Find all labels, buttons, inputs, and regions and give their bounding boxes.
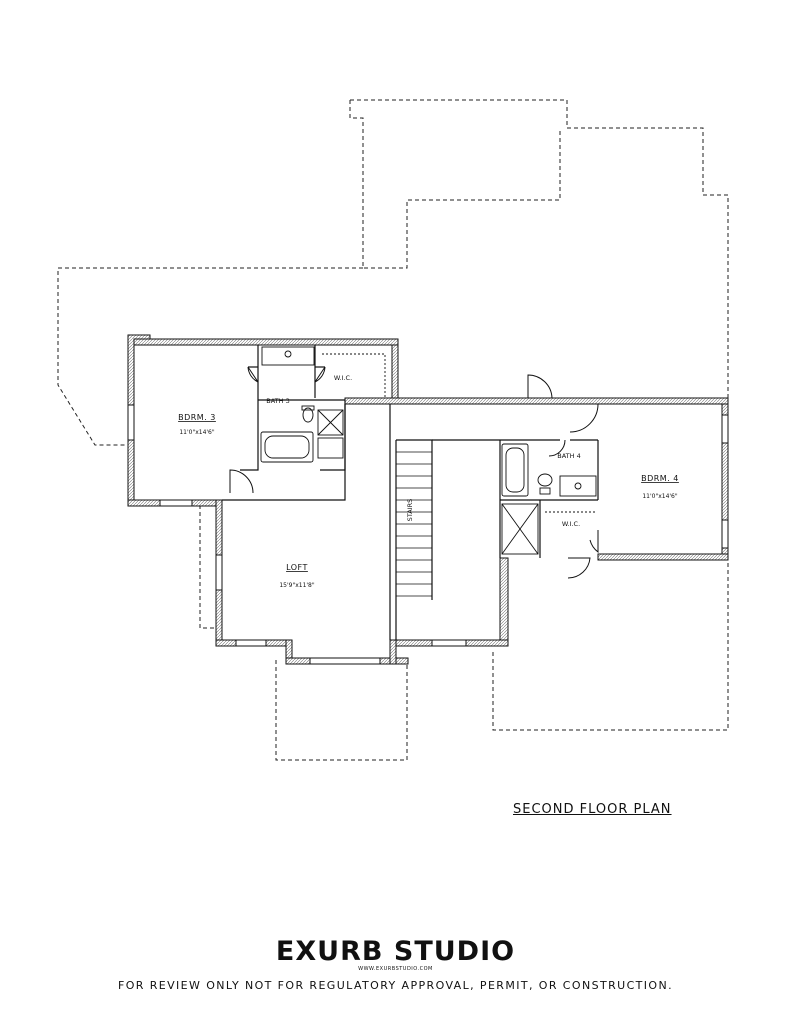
bdrm4-dims: 11'0"x14'6" [642,493,678,500]
bath4-vanity [559,475,597,497]
wic-left-name: W.I.C. [334,374,352,382]
bath4-shower [501,503,539,555]
loft-dims: 15'9"x11'8" [279,582,315,589]
lower-floor-outline [57,99,729,761]
bdrm3-name: BDRM. 3 [178,413,216,422]
bath3-shower [317,409,344,436]
bdrm4-name: BDRM. 4 [641,474,679,483]
plan-title: SECOND FLOOR PLAN [513,802,672,817]
wic-left-shelf [322,353,386,398]
exterior-walls [127,334,729,665]
bath4-name: BATH 4 [557,452,580,460]
brand-name: EXURB STUDIO [275,936,516,967]
bath3-vanity [261,346,315,366]
stairs-label: STAIRS [406,499,414,522]
door-swings [229,366,599,579]
bdrm3-dims: 11'0"x14'6" [179,429,215,436]
interior-walls [222,345,599,640]
stair-treads [396,451,432,597]
bath4-toilet [537,473,553,487]
bath4-tub [501,443,529,497]
loft-name: LOFT [286,563,308,572]
windows [127,404,729,665]
disclaimer: FOR REVIEW ONLY NOT FOR REGULATORY APPRO… [118,979,673,992]
bath3-name: BATH 3 [266,397,289,405]
wic-right-name: W.I.C. [562,520,580,528]
bath3-tub [260,431,314,463]
bath3-toilet [302,407,314,423]
brand-url: WWW.EXURBSTUDIO.COM [358,966,433,972]
fixtures [260,346,597,555]
